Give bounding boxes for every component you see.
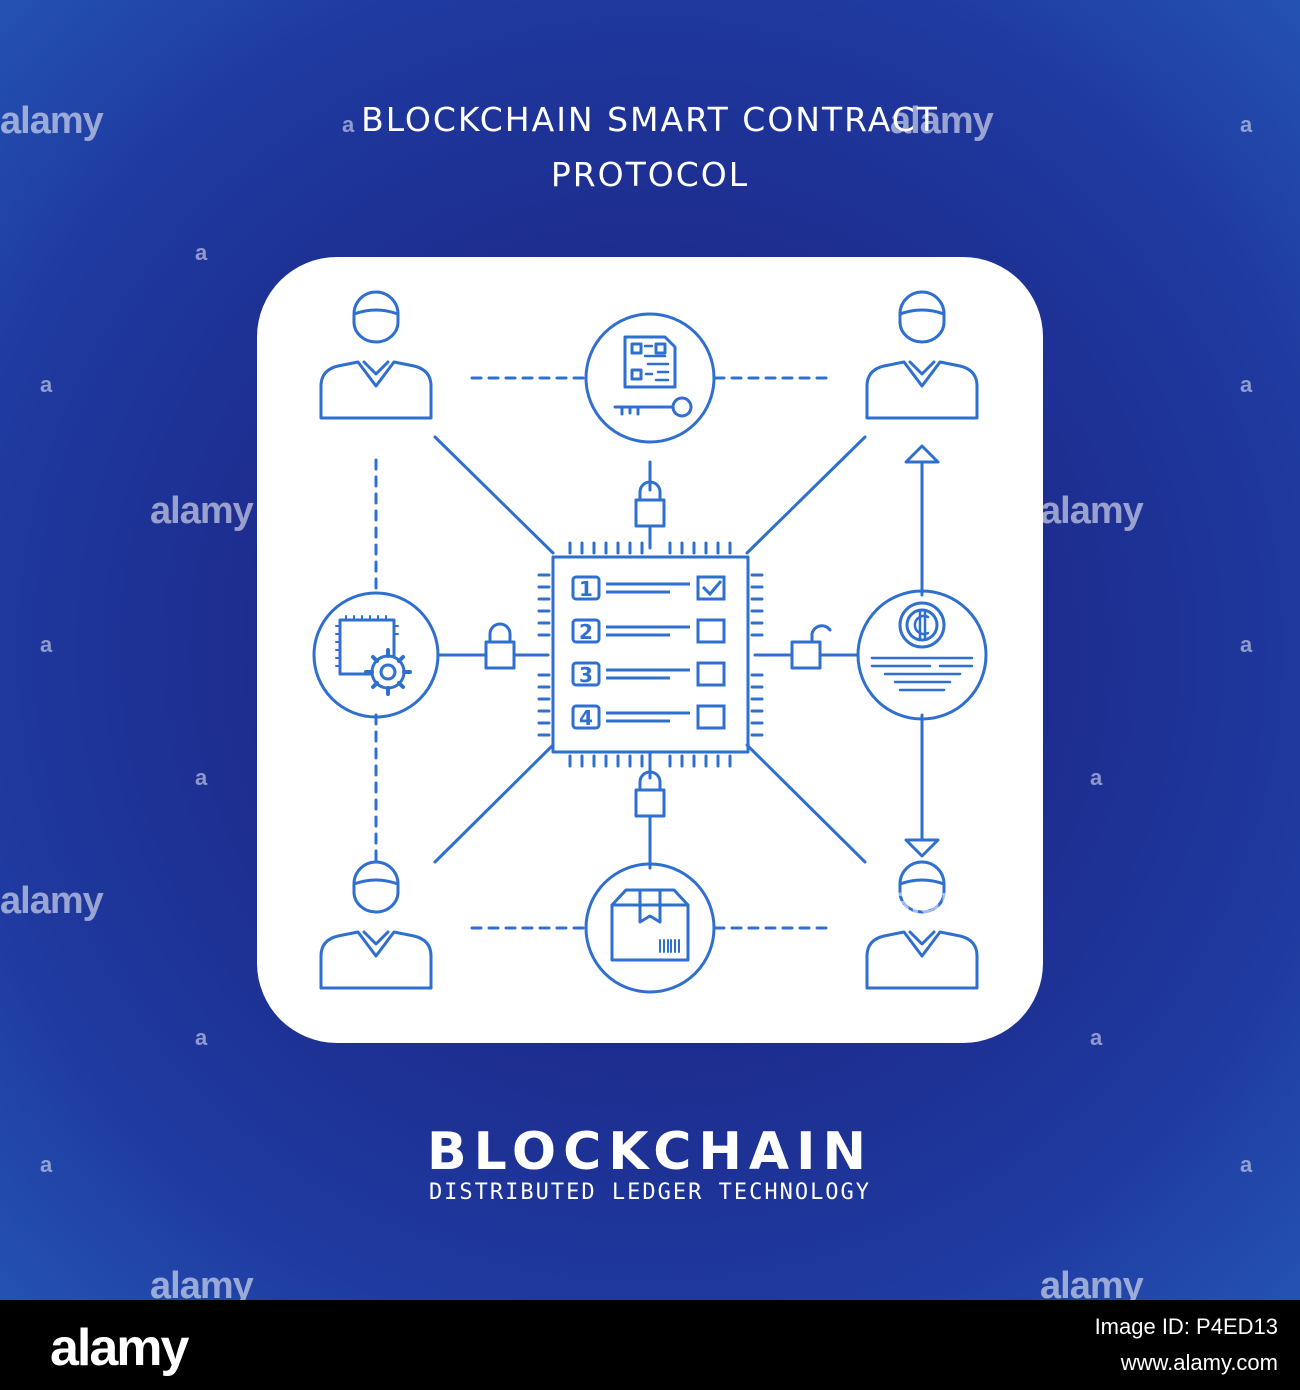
dashed-connectors xyxy=(374,376,832,930)
smart-contract-diagram: 1 2 3 4 xyxy=(312,290,988,994)
watermark: alamy xyxy=(0,880,104,922)
watermark-mark: a xyxy=(195,240,208,265)
contract-rows: 1 2 3 4 xyxy=(571,575,726,730)
watermark-mark: a xyxy=(342,112,355,137)
title-line-2: PROTOCOL xyxy=(550,155,750,194)
row-number: 3 xyxy=(579,663,593,687)
watermark: alamy xyxy=(890,880,994,922)
watermark-mark: a xyxy=(1240,632,1253,657)
diagonal-connectors xyxy=(433,435,924,870)
footer-url[interactable]: www.alamy.com xyxy=(1120,1350,1278,1375)
watermark-mark: a xyxy=(1240,112,1253,137)
watermark-mark: a xyxy=(40,1152,53,1177)
lock-icon xyxy=(634,770,666,818)
lock-icon xyxy=(484,622,516,670)
checkmark-icon xyxy=(701,580,723,597)
watermark: alamy xyxy=(1040,490,1144,532)
title-line-1: BLOCKCHAIN SMART CONTRACT xyxy=(361,100,939,139)
watermark-mark: a xyxy=(1240,1152,1253,1177)
watermark: alamy xyxy=(890,100,994,142)
watermark-mark: a xyxy=(40,632,53,657)
arrow-icons xyxy=(904,444,940,858)
image-id: Image ID: P4ED13 xyxy=(1094,1314,1278,1339)
smart-contract-chip-icon xyxy=(537,541,764,768)
brand-title: BLOCKCHAIN xyxy=(426,1122,874,1182)
watermark: alamy xyxy=(150,1265,254,1300)
watermark: alamy xyxy=(150,490,254,532)
package-box-icon xyxy=(584,862,716,994)
user-icon xyxy=(865,860,979,990)
user-icon xyxy=(319,860,433,990)
watermark-mark: a xyxy=(40,372,53,397)
unlock-icon xyxy=(790,624,832,670)
crypto-coin-icon xyxy=(856,589,988,721)
watermark: alamy xyxy=(1040,1265,1144,1300)
contract-row: 1 xyxy=(571,575,726,601)
watermark-mark: a xyxy=(1090,765,1103,790)
brand-subtitle: DISTRIBUTED LEDGER TECHNOLOGY xyxy=(428,1180,872,1205)
row-number: 1 xyxy=(579,577,593,601)
watermark-mark: a xyxy=(195,765,208,790)
row-number: 2 xyxy=(579,620,593,644)
watermark: alamy xyxy=(0,100,104,142)
user-icon xyxy=(865,290,979,420)
footer-bar: alamy Image ID: P4ED13 www.alamy.com xyxy=(0,1300,1300,1390)
contract-row: 4 xyxy=(571,704,726,730)
qr-document-key-icon xyxy=(584,312,716,444)
illustration-canvas: BLOCKCHAIN SMART CONTRACT PROTOCOL xyxy=(0,0,1300,1300)
chip-gear-icon xyxy=(312,591,440,719)
row-number: 4 xyxy=(579,706,593,730)
lock-icon xyxy=(634,480,666,528)
watermark-mark: a xyxy=(195,1025,208,1050)
watermark-mark: a xyxy=(1240,372,1253,397)
contract-row: 3 xyxy=(571,661,726,687)
user-icon xyxy=(319,290,433,420)
contract-row: 2 xyxy=(571,618,726,644)
watermark-mark: a xyxy=(1090,1025,1103,1050)
footer-logo: alamy xyxy=(50,1319,189,1377)
